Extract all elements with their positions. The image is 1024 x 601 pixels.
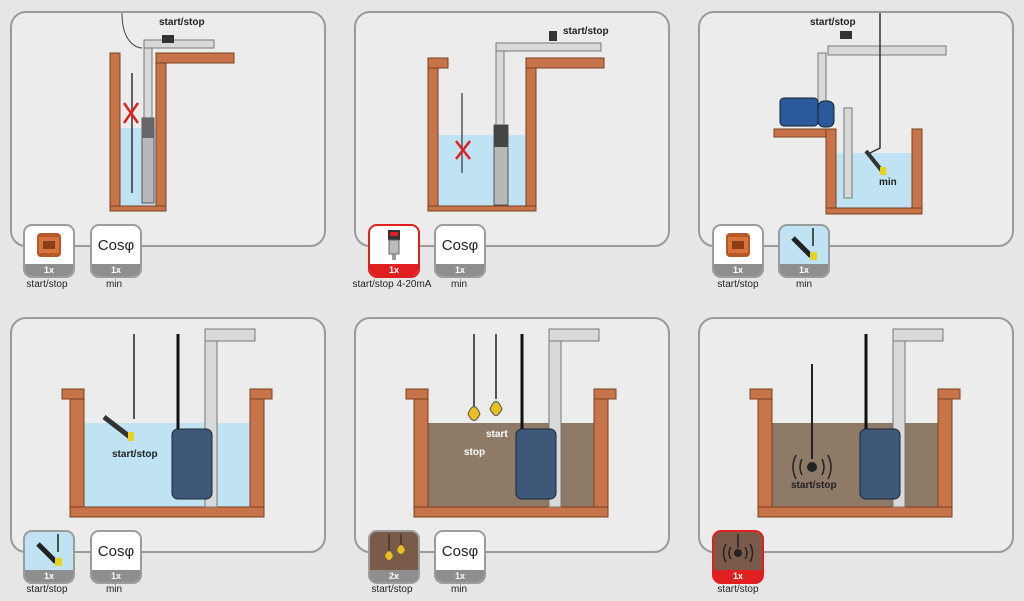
badge-level-sensor[interactable]: 1x <box>712 530 764 584</box>
badge-relay[interactable]: 1x <box>23 224 75 278</box>
borehole-scene <box>109 13 235 212</box>
panel-tank-pendant-floats: start stop 2x Cosφ 1x <box>354 317 670 584</box>
relay-icon <box>25 226 73 264</box>
badge-relay[interactable]: 1x <box>712 224 764 278</box>
caption: min <box>105 584 123 595</box>
caption: start/stop <box>371 584 413 595</box>
badge-count: 1x <box>714 264 762 276</box>
badge-cos-phi[interactable]: Cosφ 1x <box>434 224 486 278</box>
panel-tank-float: start/stop 1x Cosφ 1x <box>10 317 326 584</box>
badge-float-switch[interactable]: 1x <box>23 530 75 584</box>
cos-phi-icon: Cosφ <box>92 532 140 570</box>
cos-phi-text: Cosφ <box>97 542 135 560</box>
badge-count: 1x <box>780 264 828 276</box>
caption: start/stop 4-20mA <box>352 279 432 290</box>
badge-count: 1x <box>714 570 762 582</box>
badge-pressure-transducer[interactable]: 1x <box>368 224 420 278</box>
badge-cos-phi[interactable]: Cosφ 1x <box>90 224 142 278</box>
badge-count: 1x <box>436 264 484 276</box>
label-start-stop: start/stop <box>791 480 837 491</box>
tank-scene <box>405 328 617 518</box>
badge-cos-phi[interactable]: Cosφ 1x <box>90 530 142 584</box>
label-stop: stop <box>464 447 486 458</box>
label-start-stop: start/stop <box>563 26 609 37</box>
caption: start/stop <box>26 584 68 595</box>
cos-phi-icon: Cosφ <box>436 226 484 264</box>
badge-count: 1x <box>25 264 73 276</box>
badge-count: 1x <box>436 570 484 582</box>
panel-surface-pump: start/stop min 1x 1x <box>698 11 1014 278</box>
relay-icon <box>714 226 762 264</box>
badge-count: 1x <box>92 570 140 582</box>
cos-phi-text: Cosφ <box>441 542 479 560</box>
surface-pump-scene <box>773 13 947 215</box>
cos-phi-icon: Cosφ <box>436 532 484 570</box>
caption: min <box>105 279 123 290</box>
caption: start/stop <box>717 279 759 290</box>
panel-borehole-transducer: start/stop 1x Cosφ 1x <box>354 11 670 278</box>
caption: min <box>795 279 813 290</box>
badge-count: 2x <box>370 570 418 582</box>
cos-phi-text: Cosφ <box>97 236 135 254</box>
label-start-stop: start/stop <box>810 17 856 28</box>
float-switch-icon <box>780 226 828 264</box>
badge-cos-phi[interactable]: Cosφ 1x <box>434 530 486 584</box>
float-switch-icon <box>25 532 73 570</box>
badge-count: 1x <box>25 570 73 582</box>
panel-borehole-relay: start/stop 1x Cosφ 1x <box>10 11 326 278</box>
tank-scene <box>749 328 961 518</box>
badge-pendant-floats[interactable]: 2x <box>368 530 420 584</box>
badge-float-switch[interactable]: 1x <box>778 224 830 278</box>
caption: start/stop <box>26 279 68 290</box>
panel-tank-level-sensor: start/stop 1x <box>698 317 1014 584</box>
label-start-stop: start/stop <box>112 449 158 460</box>
caption: min <box>450 279 468 290</box>
cos-phi-text: Cosφ <box>441 236 479 254</box>
badge-count: 1x <box>370 264 418 276</box>
badge-count: 1x <box>92 264 140 276</box>
borehole-scene <box>427 31 605 212</box>
label-min: min <box>879 177 897 188</box>
label-start-stop: start/stop <box>159 17 205 28</box>
caption: min <box>450 584 468 595</box>
caption: start/stop <box>717 584 759 595</box>
label-start: start <box>486 429 508 440</box>
tank-scene <box>61 328 273 518</box>
pendant-float-icon <box>370 532 418 570</box>
pressure-transducer-icon <box>370 226 418 264</box>
level-sensor-icon <box>714 532 762 570</box>
cos-phi-icon: Cosφ <box>92 226 140 264</box>
